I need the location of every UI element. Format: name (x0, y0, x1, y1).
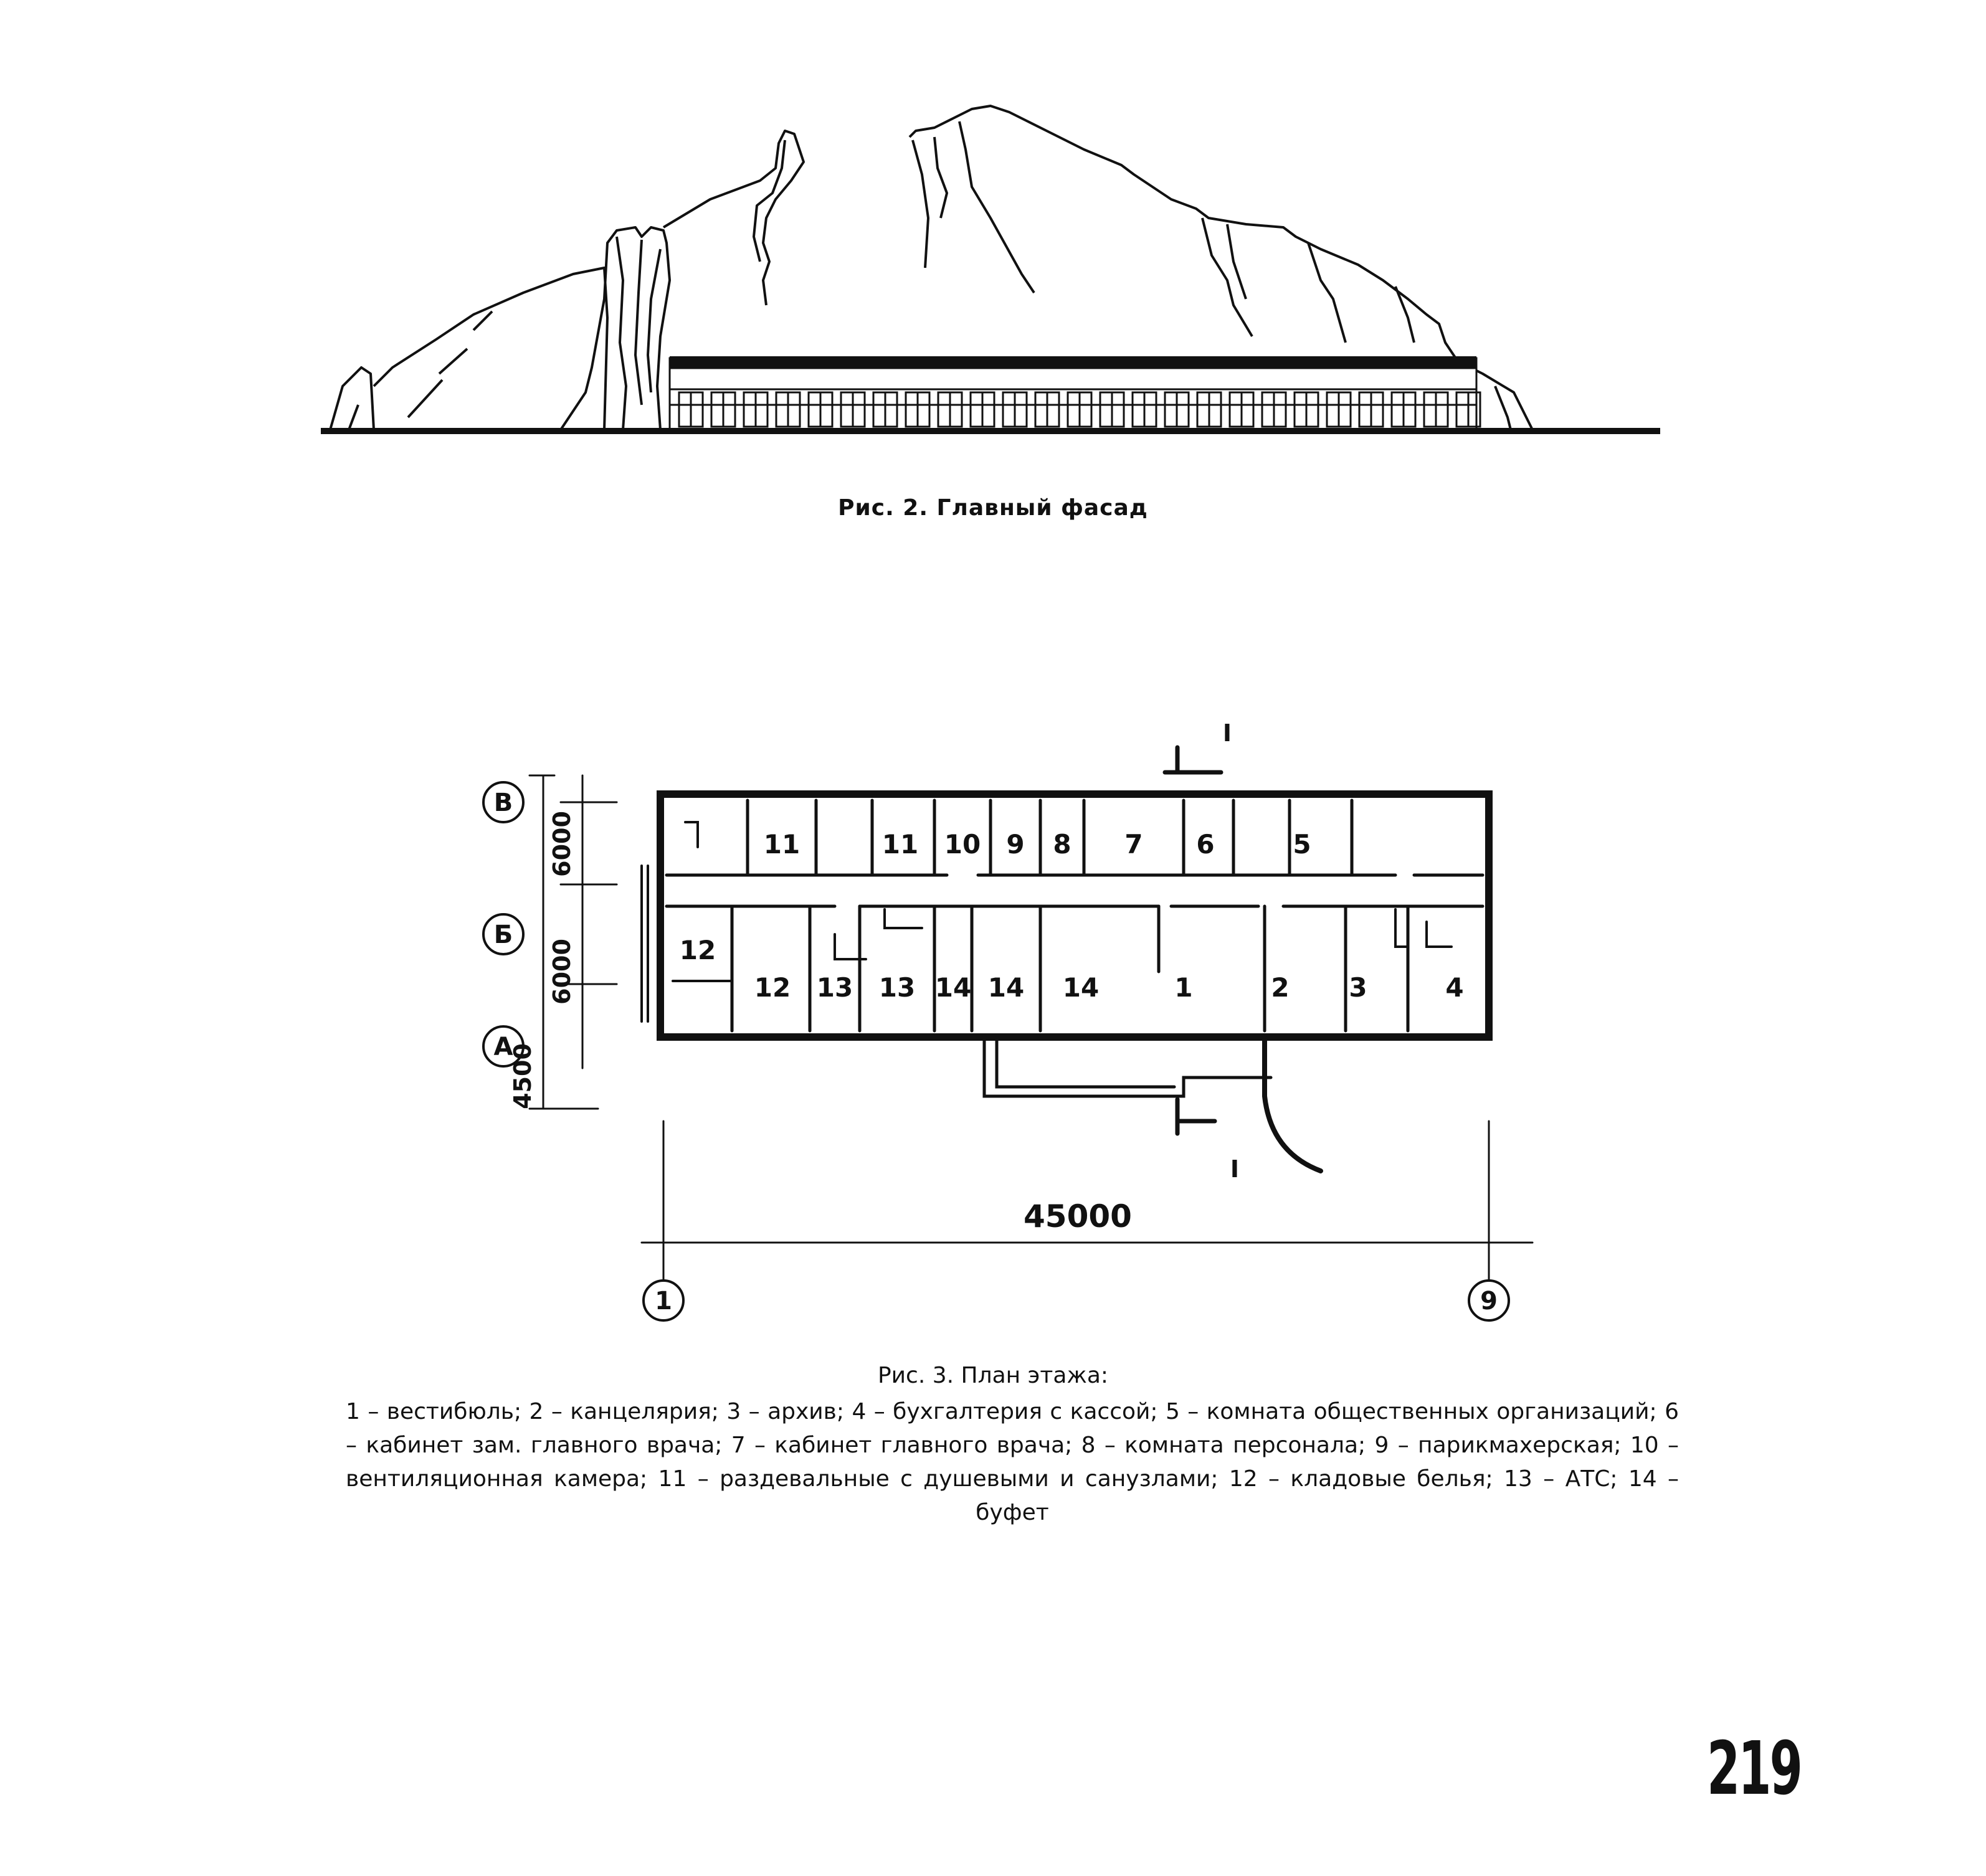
room-label: 2 (1271, 972, 1289, 1003)
axis-label-row-a: А (494, 1033, 513, 1061)
page-number: 219 (1707, 1725, 1803, 1811)
facade-hill-left-hatch (348, 310, 493, 430)
figure-3-caption: Рис. 3. План этажа: (877, 1363, 1109, 1388)
facade-peak-center (662, 130, 805, 306)
dim-bottom-text: 4500 (509, 1043, 536, 1109)
dim-row2-text: 6000 (548, 939, 576, 1005)
room-label: 4 (1445, 972, 1463, 1003)
plan-left-window (640, 865, 649, 1023)
section-mark-bottom (1175, 1097, 1217, 1136)
room-label: 11 (764, 829, 800, 860)
facade-mountain-main (908, 105, 1534, 430)
room-label: 13 (879, 972, 915, 1003)
floor-plan-drawing: В Б А 1 9 6000 6000 4500 45000 I I 11 11… (482, 719, 1534, 1322)
axis-bubbles (482, 781, 1510, 1322)
room-label: 13 (817, 972, 853, 1003)
room-label: 12 (680, 935, 716, 965)
facade-drawing (321, 105, 1660, 434)
plan-partitions-top (746, 798, 1354, 877)
axis-label-row-v: В (494, 789, 513, 817)
facade-hill-left (329, 267, 609, 430)
dim-bottom-horizontal (640, 1120, 1534, 1297)
plan-outer-wall (657, 790, 1493, 1041)
plan-tambour (982, 1035, 1273, 1098)
section-mark-top (1162, 745, 1223, 775)
room-label: 7 (1124, 829, 1143, 860)
dim-left-vertical-2 (528, 774, 599, 1110)
room-label: 11 (882, 829, 918, 860)
axis-label-row-b: Б (494, 921, 513, 949)
room-label: 6 (1196, 829, 1214, 860)
plan-partition-stubs (672, 821, 1453, 982)
facade-building (668, 357, 1478, 431)
section-mark-top-label: I (1223, 719, 1232, 747)
facade-cliff-left (559, 226, 671, 431)
section-mark-bottom-label: I (1230, 1155, 1239, 1183)
room-label: 14 (935, 972, 971, 1003)
room-label: 5 (1293, 829, 1311, 860)
room-label: 14 (1063, 972, 1099, 1003)
axis-label-col-9: 9 (1480, 1287, 1498, 1315)
room-label: 9 (1006, 829, 1024, 860)
room-label: 14 (988, 972, 1024, 1003)
room-label: 8 (1053, 829, 1071, 860)
figure-3-legend: 1 – вестибюль; 2 – канцелярия; 3 – архив… (346, 1399, 1679, 1525)
facade-peak-center-inner (753, 140, 786, 262)
dim-overall-text: 45000 (1024, 1198, 1132, 1234)
facade-cliff-left-inner (615, 236, 662, 430)
figure-2-caption: Рис. 2. Главный фасад (838, 495, 1148, 521)
axis-label-col-1: 1 (655, 1287, 672, 1315)
plan-partitions-bottom (730, 904, 1410, 1033)
facade-windows (678, 391, 1481, 428)
room-label: 12 (754, 972, 791, 1003)
room-label: 10 (944, 829, 981, 860)
room-label: 1 (1174, 972, 1192, 1003)
dim-left-vertical (559, 774, 618, 1069)
plan-canopy-curve (1262, 1035, 1323, 1173)
dim-row1-text: 6000 (548, 811, 576, 877)
room-label: 3 (1349, 972, 1367, 1003)
